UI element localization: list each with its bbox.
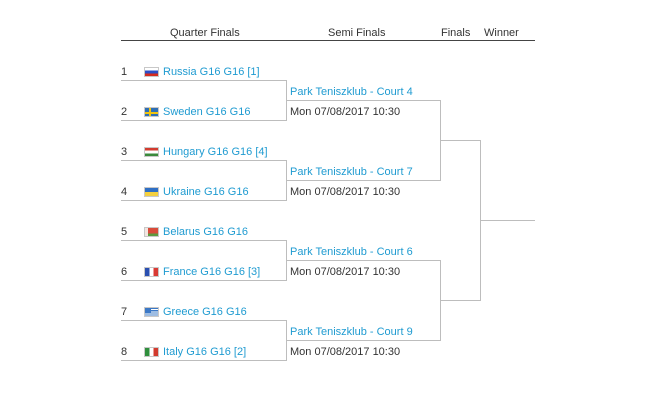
header-semi-finals: Semi Finals	[328, 27, 386, 39]
team-entry[interactable]: Russia G16 G16 [1]	[144, 65, 260, 79]
team-entry[interactable]: Ukraine G16 G16	[144, 185, 249, 199]
sweden-flag-icon	[144, 107, 159, 117]
team-name[interactable]: Greece G16 G16	[163, 306, 247, 318]
ukraine-flag-icon	[144, 187, 159, 197]
seed-number: 6	[121, 266, 128, 278]
team-entry[interactable]: Hungary G16 G16 [4]	[144, 145, 268, 159]
italy-flag-icon	[144, 347, 159, 357]
bracket-line	[441, 300, 481, 301]
bracket-line	[121, 320, 287, 321]
bracket-line	[286, 240, 287, 281]
seed-number: 7	[121, 306, 128, 318]
team-name[interactable]: Hungary G16 G16 [4]	[163, 146, 268, 158]
bracket-line	[121, 240, 287, 241]
bracket-line	[287, 260, 441, 261]
match-datetime: Mon 07/08/2017 10:30	[290, 346, 401, 358]
france-flag-icon	[144, 267, 159, 277]
match-datetime: Mon 07/08/2017 10:30	[290, 266, 401, 278]
seed-number: 1	[121, 66, 128, 78]
team-entry[interactable]: Belarus G16 G16	[144, 225, 248, 239]
team-name[interactable]: Russia G16 G16 [1]	[163, 66, 260, 78]
hungary-flag-icon	[144, 147, 159, 157]
greece-flag-icon	[144, 307, 159, 317]
bracket-line	[287, 100, 441, 101]
team-name[interactable]: Sweden G16 G16	[163, 106, 251, 118]
bracket-line	[287, 180, 441, 181]
seed-number: 5	[121, 226, 128, 238]
team-name[interactable]: Belarus G16 G16	[163, 226, 248, 238]
team-name[interactable]: Ukraine G16 G16	[163, 186, 249, 198]
match-datetime: Mon 07/08/2017 10:30	[290, 106, 401, 118]
bracket-line	[287, 340, 441, 341]
match-court-link[interactable]: Park Teniszklub - Court 9	[290, 326, 413, 338]
winner-line	[481, 220, 535, 221]
team-entry[interactable]: France G16 G16 [3]	[144, 265, 260, 279]
team-entry[interactable]: Sweden G16 G16	[144, 105, 250, 119]
header-finals: Finals	[441, 27, 471, 39]
bracket-line	[121, 120, 287, 121]
bracket-line	[286, 160, 287, 201]
seed-number: 2	[121, 106, 128, 118]
header-winner: Winner	[484, 27, 519, 39]
bracket-line	[480, 140, 481, 301]
bracket-line	[440, 100, 441, 181]
bracket-line	[121, 360, 287, 361]
team-name[interactable]: France G16 G16 [3]	[163, 266, 261, 278]
seed-number: 8	[121, 346, 128, 358]
russia-flag-icon	[144, 67, 159, 77]
match-court-link[interactable]: Park Teniszklub - Court 7	[290, 166, 413, 178]
match-datetime: Mon 07/08/2017 10:30	[290, 186, 401, 198]
bracket-line	[440, 260, 441, 341]
bracket-line	[121, 200, 287, 201]
bracket-line	[286, 320, 287, 361]
bracket-line	[441, 140, 481, 141]
bracket-line	[121, 280, 287, 281]
match-court-link[interactable]: Park Teniszklub - Court 4	[290, 86, 413, 98]
header-divider	[121, 40, 535, 41]
belarus-flag-icon	[144, 227, 159, 237]
team-entry[interactable]: Italy G16 G16 [2]	[144, 345, 246, 359]
bracket-line	[286, 80, 287, 121]
team-entry[interactable]: Greece G16 G16	[144, 305, 247, 319]
header-quarter-finals: Quarter Finals	[170, 27, 240, 39]
bracket-line	[121, 160, 287, 161]
seed-number: 3	[121, 146, 128, 158]
match-court-link[interactable]: Park Teniszklub - Court 6	[290, 246, 413, 258]
seed-number: 4	[121, 186, 128, 198]
bracket-line	[121, 80, 287, 81]
team-name[interactable]: Italy G16 G16 [2]	[163, 346, 247, 358]
